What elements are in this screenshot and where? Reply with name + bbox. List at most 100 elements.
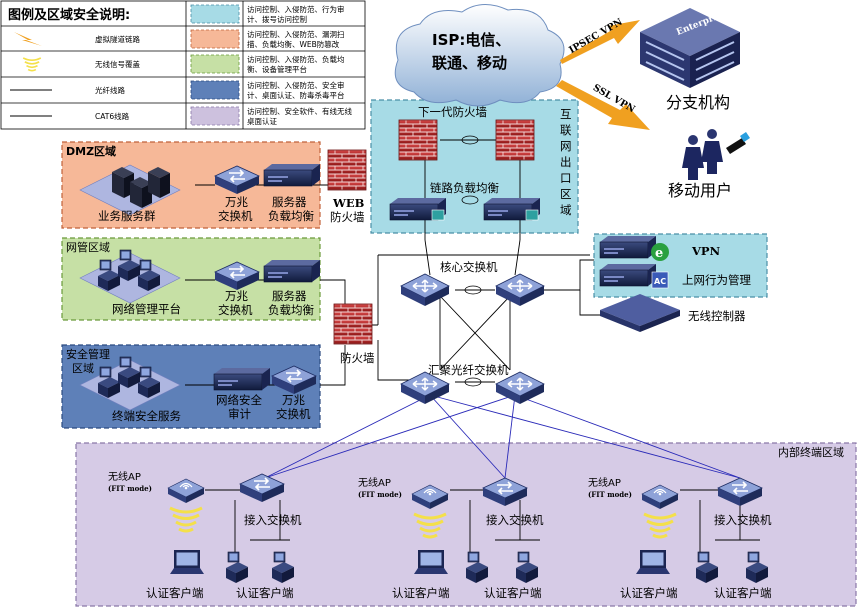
dmz-server-lb bbox=[263, 163, 321, 187]
ac-badge-glyph: AC bbox=[654, 277, 666, 286]
legend-swatch bbox=[190, 29, 240, 49]
security-zone-title-2: 区域 bbox=[72, 362, 94, 375]
mgmt-server-lb bbox=[263, 259, 321, 283]
wireless-controller-label: 无线控制器 bbox=[688, 309, 746, 323]
dmz-zone-title: DMZ区域 bbox=[66, 144, 116, 158]
next-gen-firewall-left bbox=[398, 119, 438, 161]
client-label: 认证客户端 bbox=[714, 586, 772, 600]
dmz-lb-label-1: 服务器 bbox=[272, 195, 307, 209]
branch-label: 分支机构 bbox=[666, 93, 730, 112]
dmz-lb-label-2: 负载均衡 bbox=[268, 209, 314, 223]
internal-terminal-zone bbox=[75, 442, 857, 607]
laptop-client bbox=[170, 550, 204, 574]
core-link-ring bbox=[464, 285, 482, 295]
client-label: 认证客户端 bbox=[236, 586, 294, 600]
isp-cloud: ISP:电信、 联通、移动 bbox=[394, 4, 565, 107]
dmz-switch-label-1: 万兆 bbox=[225, 195, 248, 209]
ap-label: 无线AP bbox=[588, 476, 621, 489]
legend-zone-text: 衡、设备管理平台 bbox=[247, 64, 307, 74]
network-audit-device bbox=[213, 367, 271, 391]
fw-link-ring bbox=[461, 135, 479, 145]
zone-title-char: 区 bbox=[560, 187, 572, 201]
vpn-label: VPN bbox=[691, 244, 721, 258]
legend-swatch bbox=[190, 80, 240, 100]
business-servers-label: 业务服务群 bbox=[98, 209, 156, 223]
zone-title-char: 互 bbox=[560, 107, 572, 121]
client-label: 认证客户端 bbox=[620, 586, 678, 600]
fit-mode-label: (FIT mode) bbox=[358, 490, 402, 499]
behavior-mgmt-label: 上网行为管理 bbox=[682, 273, 751, 287]
mgmt-switch-label-1: 万兆 bbox=[225, 289, 248, 303]
mobile-users-icon bbox=[682, 129, 750, 180]
fit-mode-label: (FIT mode) bbox=[588, 490, 632, 499]
link-load-balancer-right bbox=[483, 197, 541, 221]
zone-title-char: 网 bbox=[560, 139, 572, 153]
agg-link-ring bbox=[464, 377, 482, 387]
wireless-controller-icon bbox=[600, 294, 680, 332]
mobile-users-label: 移动用户 bbox=[668, 181, 732, 200]
vpn-device bbox=[599, 235, 657, 259]
dmz-switch-label-2: 交换机 bbox=[218, 209, 253, 223]
core-switch-left bbox=[400, 273, 450, 307]
branch-building-icon: Enterprise bbox=[640, 8, 740, 88]
next-gen-firewall-label: 下一代防火墙 bbox=[418, 105, 487, 119]
ap-label: 无线AP bbox=[108, 470, 141, 483]
web-firewall bbox=[327, 149, 367, 191]
vpn-e-glyph: e bbox=[655, 246, 663, 261]
client-label: 认证客户端 bbox=[146, 586, 204, 600]
audit-label-2: 审计 bbox=[228, 407, 251, 421]
legend-swatch bbox=[190, 54, 240, 74]
security-zone-title-1: 安全管理 bbox=[66, 347, 110, 361]
web-firewall-label-1: WEB bbox=[332, 196, 365, 210]
security-switch-label-1: 万兆 bbox=[282, 393, 305, 407]
access-switch-label: 接入交换机 bbox=[486, 513, 544, 527]
client-label: 认证客户端 bbox=[484, 586, 542, 600]
laptop-client bbox=[414, 550, 448, 574]
mgmt-zone-title: 网管区域 bbox=[66, 240, 110, 254]
vpn-e-icon bbox=[651, 243, 669, 261]
web-firewall-label-2: 防火墙 bbox=[330, 210, 365, 224]
isp-label-line2: 联通、移动 bbox=[432, 54, 507, 72]
next-gen-firewall-right bbox=[495, 119, 535, 161]
laptop-client bbox=[636, 550, 670, 574]
client-label: 认证客户端 bbox=[392, 586, 450, 600]
internal-firewall bbox=[333, 303, 373, 345]
legend-zone-text: 描、负载均衡、WEB防篡改 bbox=[247, 39, 340, 49]
legend-line-name: CAT6线路 bbox=[95, 111, 130, 121]
server-tower bbox=[148, 167, 170, 198]
legend-line-name: 无线信号覆盖 bbox=[95, 59, 140, 69]
link-load-balancer-left bbox=[389, 197, 447, 221]
internal-firewall-label: 防火墙 bbox=[340, 351, 375, 365]
core-switch-label: 核心交换机 bbox=[440, 260, 498, 274]
legend-line-name: 光纤线路 bbox=[95, 85, 125, 95]
core-switch-right bbox=[495, 273, 545, 307]
security-switch-label-2: 交换机 bbox=[276, 407, 311, 421]
ap-label: 无线AP bbox=[358, 476, 391, 489]
tunnel-link-icon bbox=[14, 32, 42, 46]
mgmt-lb-label-2: 负载均衡 bbox=[268, 303, 314, 317]
ac-badge-icon bbox=[651, 271, 669, 289]
mgmt-switch-label-2: 交换机 bbox=[218, 303, 253, 317]
legend: 图例及区域安全说明: 虚拟隧道链路 无线信号覆盖 光纤线路 CAT6线路 访问控… bbox=[0, 0, 366, 130]
audit-label-1: 网络安全 bbox=[216, 393, 262, 407]
legend-zone-text: 访问控制、入侵防范、负载均 bbox=[247, 54, 345, 64]
zone-title-char: 口 bbox=[560, 171, 572, 185]
agg-switch-label: 汇聚光纤交换机 bbox=[428, 363, 509, 377]
lb-link-ring bbox=[461, 195, 479, 205]
behavior-mgmt-device bbox=[599, 263, 657, 287]
ipsec-vpn-tunnel: IPSEC VPN bbox=[560, 17, 640, 64]
zone-title-char: 联 bbox=[560, 123, 572, 137]
legend-title: 图例及区域安全说明: bbox=[8, 7, 130, 23]
access-switch-label: 接入交换机 bbox=[244, 513, 302, 527]
terminal-security-label: 终端安全服务 bbox=[112, 409, 181, 423]
access-switch-label: 接入交换机 bbox=[714, 513, 772, 527]
internal-zone-title: 内部终端区域 bbox=[778, 445, 844, 459]
network-links bbox=[185, 79, 760, 555]
legend-zone-text: 访问控制、入侵防范、安全审 bbox=[247, 80, 345, 90]
zone-title-char: 出 bbox=[560, 155, 572, 169]
legend-zone-text: 访问控制、入侵防范、漏洞扫 bbox=[247, 29, 345, 39]
legend-swatch bbox=[190, 106, 240, 126]
link-load-balance-label: 链路负载均衡 bbox=[430, 181, 499, 195]
legend-zone-text: 计、拨号访问控制 bbox=[247, 14, 307, 24]
